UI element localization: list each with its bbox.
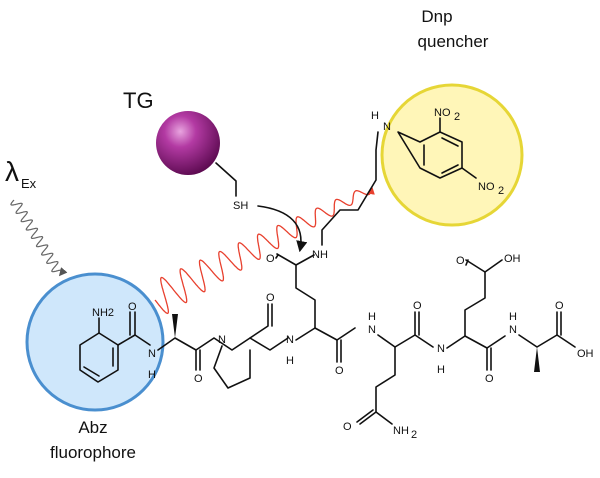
excitation-subscript: Ex xyxy=(21,176,37,191)
abz-ring xyxy=(79,311,151,383)
amide-h-1: H xyxy=(148,369,156,381)
amide-n-2: N xyxy=(286,334,294,346)
ala-c-methyl-wedge xyxy=(534,347,540,372)
carbonyl-o-4: O xyxy=(413,300,422,312)
proline-ring xyxy=(213,345,251,389)
excitation-wave xyxy=(10,199,68,277)
c-term-oh: OH xyxy=(577,348,594,360)
no2-bottom-sub: 2 xyxy=(498,185,504,197)
abz-carbonyl-o: O xyxy=(128,301,137,313)
gln2-side-o: O xyxy=(343,421,352,433)
glu-side-chain xyxy=(464,259,486,337)
backbone xyxy=(157,337,289,351)
carbonyl-o-2: O xyxy=(266,292,275,304)
dnp-n: N xyxy=(383,121,391,133)
tg-thiol-linker xyxy=(215,162,237,197)
gln-side-nh: NH xyxy=(312,249,328,261)
dnp-linker-chain xyxy=(321,131,379,246)
gln2-side-chain xyxy=(375,346,396,425)
amide-h-4: H xyxy=(437,364,445,376)
excitation-lambda: λ xyxy=(5,156,19,187)
abz-nh2: NH2 xyxy=(92,307,114,319)
pro-n: N xyxy=(218,334,226,346)
dnp-ring xyxy=(397,131,463,179)
glu-side-oh: OH xyxy=(504,253,521,265)
dnp-quencher-circle xyxy=(380,83,524,227)
sh-atom: SH xyxy=(233,200,248,212)
dnp-h: H xyxy=(371,110,379,122)
carbonyl-o-1: O xyxy=(194,373,203,385)
no2-top-sub: 2 xyxy=(454,111,460,123)
amide-n-1: N xyxy=(148,348,156,360)
emission-wave xyxy=(154,186,375,315)
gln2-side-nh2-sub: 2 xyxy=(411,429,417,441)
no2-top: NO xyxy=(434,107,451,119)
amide-h-5: H xyxy=(509,311,517,323)
glu-side-o: O xyxy=(456,255,465,267)
ala-methyl-wedge xyxy=(172,314,178,338)
dnp-label-line1: Dnp xyxy=(421,7,452,26)
amide-h-3: H xyxy=(368,311,376,323)
abz-label-line2: fluorophore xyxy=(50,443,136,462)
gln-side-o: O xyxy=(266,253,275,265)
tg-label: TG xyxy=(123,88,154,113)
no2-bottom: NO xyxy=(478,181,495,193)
abz-fluorophore-circle xyxy=(25,272,165,412)
tg-sphere xyxy=(156,111,220,175)
amide-n-3: N xyxy=(368,324,376,336)
amide-n-4: N xyxy=(437,343,445,355)
dnp-label-line2: quencher xyxy=(418,32,489,51)
transamidation-arrow xyxy=(257,205,308,253)
carbonyl-o-3: O xyxy=(335,365,344,377)
gln-side-chain xyxy=(276,253,316,329)
abz-label-line1: Abz xyxy=(78,418,107,437)
c-term-o: O xyxy=(555,300,564,312)
amide-n-5: N xyxy=(509,324,517,336)
gln2-side-nh2: NH xyxy=(393,425,409,437)
amide-h-2: H xyxy=(286,355,294,367)
carbonyl-o-5: O xyxy=(485,373,494,385)
